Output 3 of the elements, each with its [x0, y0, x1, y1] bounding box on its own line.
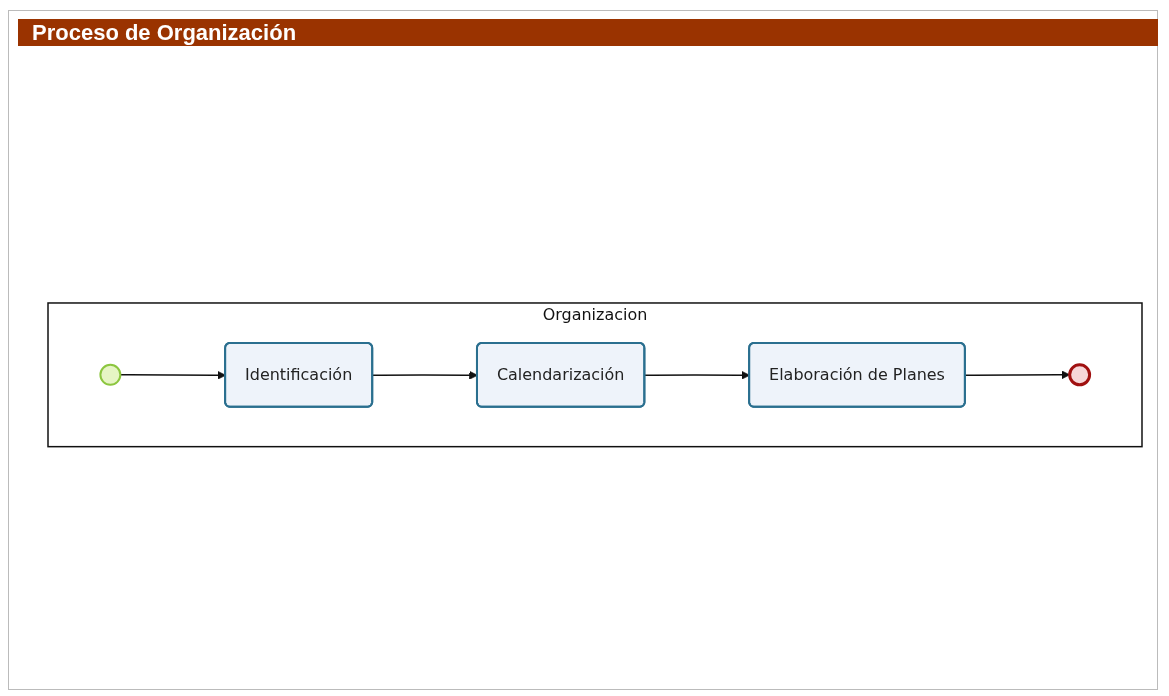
- node-circle: [99, 364, 122, 386]
- diagram-title: Proceso de Organización: [18, 19, 1158, 46]
- node-circle: [1068, 363, 1092, 387]
